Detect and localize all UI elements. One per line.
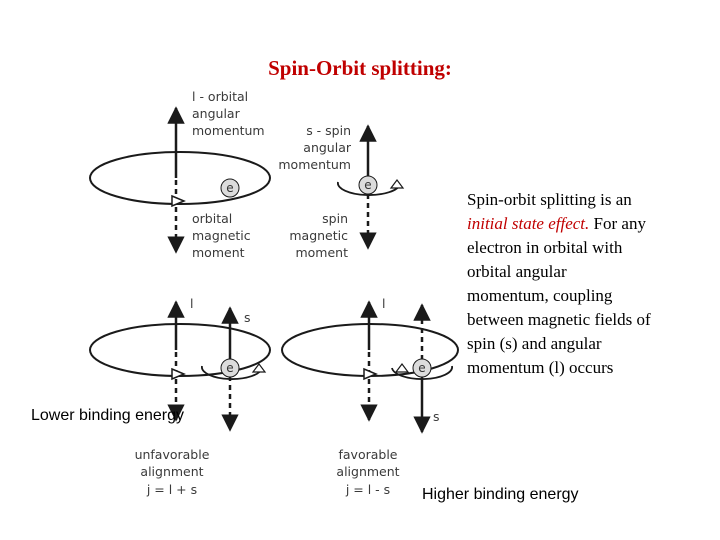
orbital-moment-label-2: magnetic <box>192 228 251 243</box>
l-label: l <box>382 296 385 311</box>
electron-label: e <box>226 361 233 375</box>
electron-label: e <box>364 178 371 192</box>
spin-moment-label-2: magnetic <box>289 228 348 243</box>
spin-direction-arrow <box>391 180 403 188</box>
spin-moment-label-1: spin <box>322 211 348 226</box>
spin-direction-arrow <box>396 364 408 372</box>
l-label-line-3: momentum <box>192 123 265 138</box>
orbital-moment-label-1: orbital <box>192 211 232 226</box>
alignment-label-2: alignment <box>140 464 203 479</box>
electron-label: e <box>226 181 233 195</box>
s-label-line-1: s - spin <box>306 123 351 138</box>
initial-state-effect-highlight: initial state effect. <box>467 214 589 233</box>
s-label-line-3: momentum <box>278 157 351 172</box>
spin-moment-label-3: moment <box>295 245 348 260</box>
orbit-direction-arrow <box>172 369 184 379</box>
orbit-ellipse <box>90 152 270 204</box>
l-label: l <box>190 296 193 311</box>
s-label: s <box>244 310 251 325</box>
s-label: s <box>433 409 440 424</box>
orbital-moment-label-3: moment <box>192 245 245 260</box>
alignment-label-1: unfavorable <box>135 447 210 462</box>
orbit-ellipse <box>90 324 270 376</box>
higher-binding-energy-caption: Higher binding energy <box>422 486 579 504</box>
l-label-line-2: angular <box>192 106 241 121</box>
explanation-body: For any electron in orbital with orbital… <box>467 214 651 377</box>
l-label-line-1: l - orbital <box>192 89 248 104</box>
explanation-intro: Spin-orbit splitting is an <box>467 190 632 209</box>
explanation-text: Spin-orbit splitting is an initial state… <box>467 188 652 380</box>
alignment-label-2: alignment <box>336 464 399 479</box>
electron-label: e <box>418 361 425 375</box>
j-formula: j = l - s <box>345 482 390 497</box>
unfavorable-panel: e l s unfavorable alignment j = l + s <box>90 296 270 497</box>
j-formula: j = l + s <box>146 482 197 497</box>
alignment-label-1: favorable <box>338 447 397 462</box>
lower-binding-energy-caption: Lower binding energy <box>31 407 184 425</box>
spin-panel: e s - spin angular momentum spin magneti… <box>278 123 403 260</box>
orbital-panel: e l - orbital angular momentum orbital m… <box>90 89 270 260</box>
favorable-panel: e l s favorable alignment j = l - s <box>282 296 458 497</box>
s-label-line-2: angular <box>303 140 352 155</box>
